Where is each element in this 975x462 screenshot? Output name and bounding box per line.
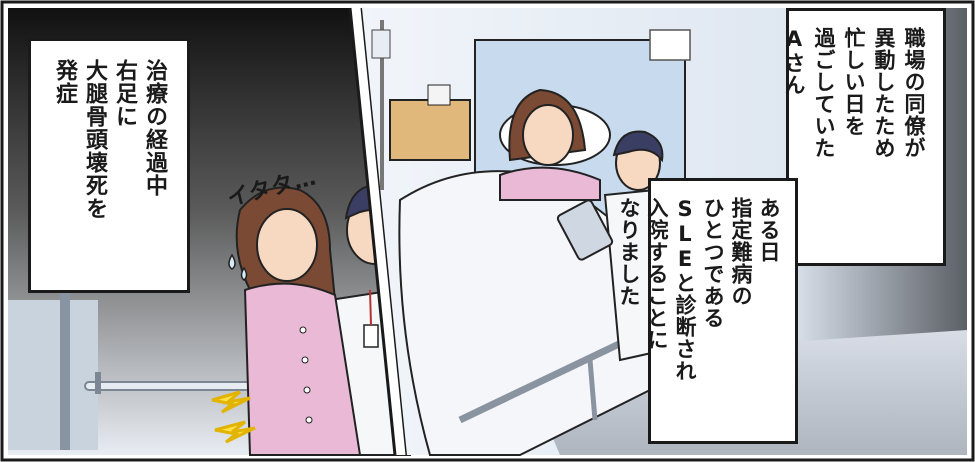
patient-figure-left bbox=[235, 186, 362, 456]
caption-right-middle: ある日 指定難病の ひとつである SLEと診断され 入院することに なりました bbox=[617, 178, 798, 444]
caption-left-text: 治療の経過中 右足に 大腿骨頭壊死を 発症 bbox=[52, 59, 167, 220]
caption-right-middle-text: ある日 指定難病の ひとつである SLEと診断され 入院することに なりました bbox=[617, 197, 781, 382]
sweat-drops bbox=[228, 253, 248, 281]
caption-left: 治療の経過中 右足に 大腿骨頭壊死を 発症 bbox=[28, 38, 190, 293]
caption-right-top: 職場の同僚が 異動したため 忙しい日を 過ごしていた Aさん bbox=[782, 8, 946, 266]
pain-marks bbox=[211, 390, 256, 444]
patient-figure-bed bbox=[499, 88, 601, 201]
caption-right-top-text: 職場の同僚が 異動したため 忙しい日を 過ごしていた Aさん bbox=[782, 27, 926, 159]
